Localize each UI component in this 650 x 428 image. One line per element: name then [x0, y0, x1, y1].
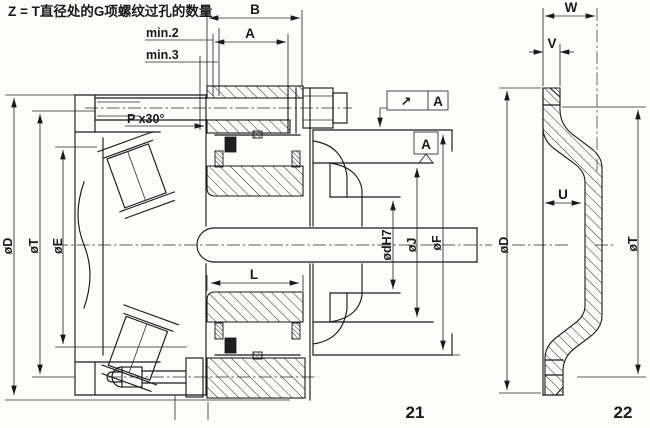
dim-U: U	[545, 187, 581, 206]
dim-V: V	[529, 36, 574, 86]
label-dia-t-right: øT	[626, 236, 640, 252]
label-dia-d-right: øD	[497, 237, 511, 254]
dim-dia-D-right: øD	[497, 87, 541, 394]
dim-dia-T-left: øT	[27, 110, 95, 378]
dim-A: A	[212, 26, 289, 96]
datum-label: A	[421, 137, 431, 152]
dim-dia-J: øJ	[405, 168, 420, 317]
dim-W: W	[542, 0, 595, 86]
label-dia-j: øJ	[405, 238, 419, 253]
dim-L: L	[206, 267, 304, 291]
figure-22: W V U øD øT 22	[497, 0, 646, 422]
datum-symbol: A	[413, 131, 439, 164]
label-dia-t: øT	[27, 238, 41, 254]
dim-dia-E-left: øE	[51, 146, 187, 348]
dim-dia-F: øF	[430, 135, 460, 356]
companion-flange	[312, 129, 453, 356]
dim-min3: min.3	[145, 48, 218, 130]
bearing-bottom	[101, 304, 180, 393]
dim-dia-T-right: øT	[562, 106, 646, 378]
feature-control-frame: ↗ A	[377, 90, 449, 127]
dim-min2: min.2	[145, 26, 220, 96]
label-dia-f: øF	[430, 235, 444, 251]
label-dim-w: W	[565, 0, 578, 15]
figure-22-number: 22	[614, 403, 633, 422]
label-dia-dh7: ødH7	[380, 229, 394, 260]
dim-chamfer-p: P x30°	[125, 112, 204, 129]
label-min2: min.2	[146, 26, 179, 40]
label-dim-u: U	[558, 187, 568, 202]
label-dia-e: øE	[51, 238, 65, 254]
dim-dia-D-left: øD	[1, 94, 290, 401]
dim-B: B	[206, 2, 303, 86]
flange-section	[542, 87, 603, 396]
fcf-datum-ref: A	[433, 94, 443, 109]
label-chamfer: P x30°	[127, 112, 164, 126]
bearing-top	[97, 131, 176, 220]
top-bolt-assembly	[94, 85, 348, 134]
figure-21: øD øT øE B A min.2	[1, 2, 492, 422]
label-dim-v: V	[547, 36, 556, 51]
label-dim-a: A	[245, 26, 255, 41]
drawing-note: Z = T直径处的G项螺纹过孔的数量	[8, 3, 213, 19]
label-dia-d: øD	[1, 238, 15, 255]
label-min3: min.3	[146, 48, 179, 62]
hub-and-seals	[206, 130, 304, 360]
shaft-bore	[196, 227, 478, 263]
figure-21-number: 21	[406, 403, 425, 422]
label-dim-b: B	[250, 2, 260, 17]
dim-dia-dH7: ødH7	[380, 201, 396, 289]
label-dim-l: L	[250, 267, 258, 282]
runout-symbol-icon: ↗	[401, 94, 412, 109]
